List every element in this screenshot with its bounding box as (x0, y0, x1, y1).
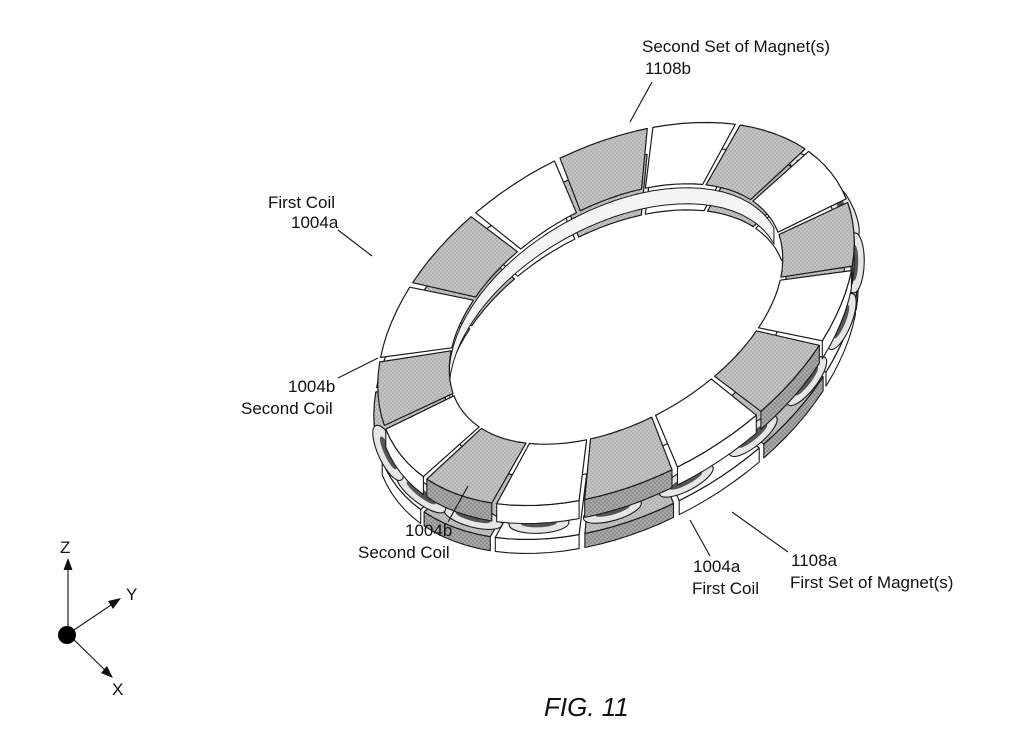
labels: Second Set of Magnet(s) 1108b First Coil… (241, 37, 953, 598)
label-second-coil-left: Second Coil (241, 399, 333, 418)
label-1108b: 1108b (645, 59, 691, 78)
magnet-segment (752, 150, 847, 233)
y-axis-arrowhead (108, 598, 121, 609)
label-1004a-bottom: 1004a (693, 557, 741, 576)
magnet-segment (496, 439, 588, 507)
z-axis-label: Z (60, 538, 70, 557)
label-1108a: 1108a (791, 551, 838, 570)
leader-1004a-top (337, 229, 373, 257)
label-first-set-magnets: First Set of Magnet(s) (790, 573, 953, 592)
x-axis-label: X (112, 680, 123, 699)
axis-triad: Z Y X (58, 538, 137, 699)
second-set-of-magnets (377, 121, 855, 525)
leader-1108b (629, 81, 653, 123)
y-axis-line (67, 602, 115, 635)
magnet-segment (377, 350, 454, 427)
magnet-segment (475, 160, 577, 250)
magnet-segment (655, 378, 757, 468)
magnet-segment (380, 286, 474, 358)
leader-1004b-bottom (447, 485, 469, 523)
label-second-coil-bottom: Second Coil (358, 543, 450, 562)
label-first-coil-top: First Coil (268, 193, 335, 212)
magnet-segment (412, 216, 518, 298)
magnet-segment (714, 330, 820, 412)
magnet-segment (705, 124, 806, 201)
label-1004b-left: 1004b (288, 377, 335, 396)
z-axis-arrowhead (63, 558, 73, 570)
label-1004a-top: 1004a (291, 213, 339, 232)
magnet-segment (644, 121, 736, 189)
label-second-set-magnets: Second Set of Magnet(s) (642, 37, 830, 56)
leader-lines (337, 81, 789, 557)
magnet-segment (426, 427, 527, 504)
y-axis-label: Y (126, 585, 137, 604)
magnet-segment (385, 395, 480, 478)
x-axis-line (67, 633, 108, 673)
magnet-segment (758, 270, 852, 342)
label-first-coil-bottom: First Coil (692, 579, 759, 598)
leader-1108a (731, 511, 789, 553)
magnet-segment (778, 201, 855, 278)
magnet-segment (584, 416, 673, 501)
leader-1004b-left (337, 357, 379, 379)
x-axis-arrowhead (101, 666, 113, 678)
origin-dot (58, 626, 76, 644)
leader-1004a-bottom (689, 519, 711, 557)
label-1004b-bottom: 1004b (405, 521, 452, 540)
inner-wall (448, 187, 775, 425)
figure-caption: FIG. 11 (544, 692, 629, 722)
magnet-segment (559, 127, 648, 212)
